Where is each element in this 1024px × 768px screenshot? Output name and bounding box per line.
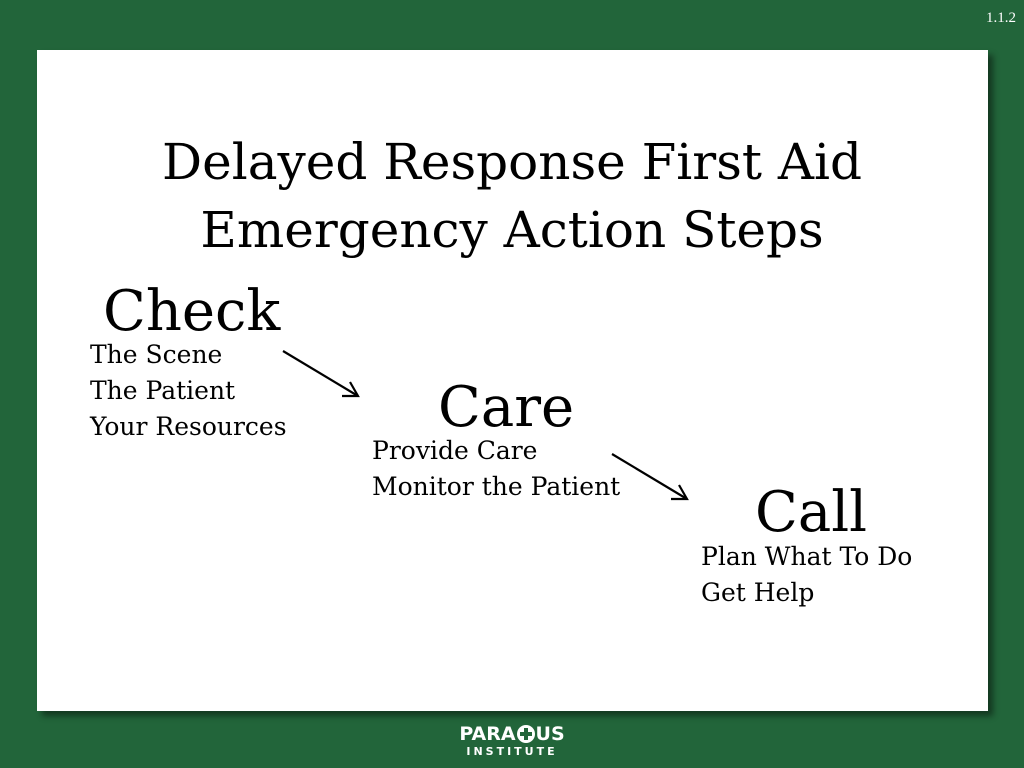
list-item: Provide Care <box>372 436 538 465</box>
arrow-icon <box>611 453 689 501</box>
logo-text-right: US <box>535 723 565 745</box>
arrow-icon <box>282 350 360 398</box>
list-item: Your Resources <box>90 412 287 441</box>
logo-text-left: PARA <box>459 723 516 745</box>
title-line-2: Emergency Action Steps <box>200 201 824 259</box>
step-list-check: The Scene The Patient Your Resources <box>90 337 287 445</box>
step-list-care: Provide Care Monitor the Patient <box>372 433 620 505</box>
list-item: The Patient <box>90 376 236 405</box>
logo-subtitle: INSTITUTE <box>466 745 558 758</box>
title-line-1: Delayed Response First Aid <box>162 133 862 191</box>
medical-cross-icon <box>516 725 535 743</box>
step-heading-care: Care <box>438 375 575 440</box>
step-list-call: Plan What To Do Get Help <box>701 539 912 611</box>
slide-number: 1.1.2 <box>986 10 1016 26</box>
slide-title: Delayed Response First Aid Emergency Act… <box>0 128 1024 264</box>
parous-institute-logo: PARA US INSTITUTE <box>455 723 569 758</box>
step-heading-call: Call <box>755 480 868 545</box>
list-item: Monitor the Patient <box>372 472 621 501</box>
list-item: Get Help <box>701 578 815 607</box>
list-item: Plan What To Do <box>701 542 913 571</box>
list-item: The Scene <box>90 340 223 369</box>
slide-panel <box>37 50 988 711</box>
step-heading-check: Check <box>103 279 281 344</box>
